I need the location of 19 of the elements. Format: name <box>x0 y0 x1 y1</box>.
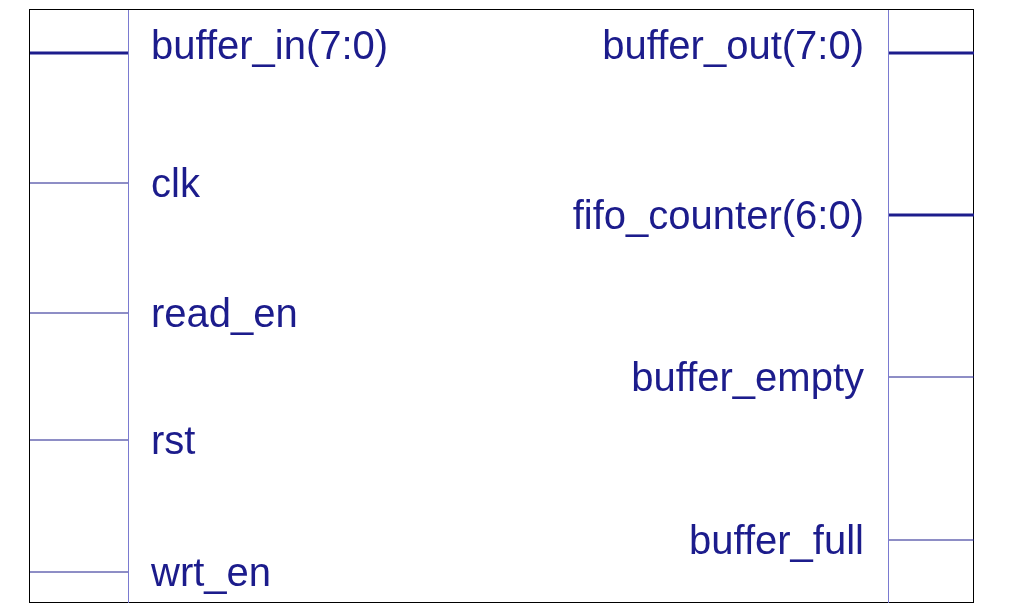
pin-name: clk <box>151 160 200 206</box>
pin-name: buffer_in(7:0) <box>151 22 389 68</box>
component-block <box>128 10 889 603</box>
signal-line <box>29 182 129 184</box>
signal-line <box>888 376 975 378</box>
bus-line <box>30 51 128 55</box>
pin-name: buffer_full <box>689 517 864 563</box>
bus-line <box>889 213 974 217</box>
bus-line <box>889 51 974 55</box>
signal-line <box>29 571 129 573</box>
pin-name: fifo_counter(6:0) <box>572 192 864 238</box>
signal-line <box>888 539 975 541</box>
pin-name: buffer_empty <box>631 354 864 400</box>
pin-name: read_en <box>151 290 298 336</box>
pin-name: buffer_out(7:0) <box>602 22 864 68</box>
signal-line <box>29 439 129 441</box>
signal-line <box>29 312 129 314</box>
pin-name: wrt_en <box>151 549 272 595</box>
pin-name: rst <box>151 417 196 463</box>
